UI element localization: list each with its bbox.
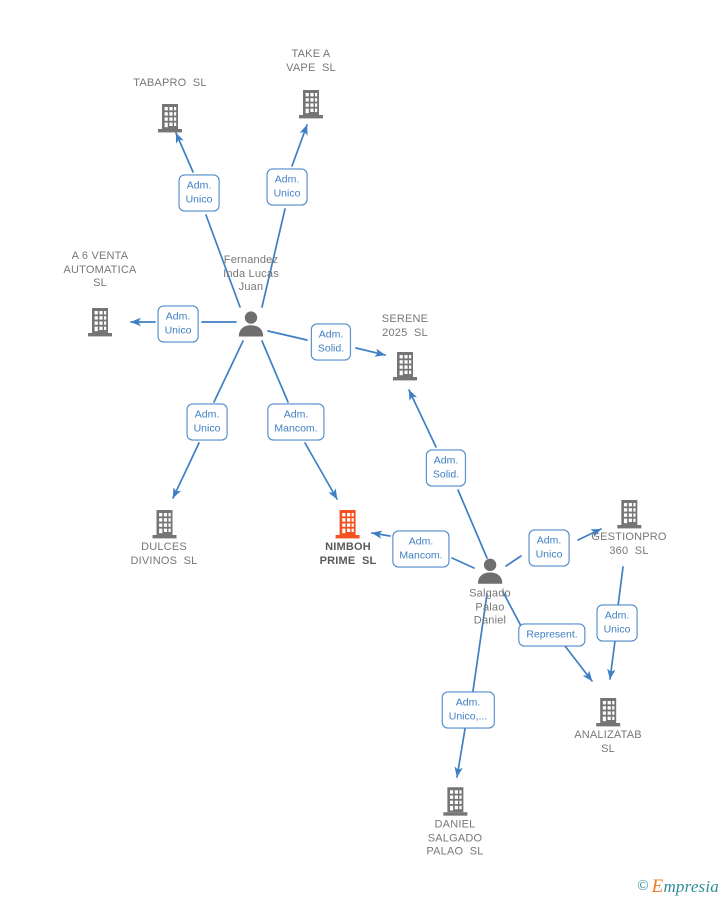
relation-label-adm-unico-tabapro[interactable]: Adm. Unico [178, 174, 220, 212]
building-icon [617, 500, 641, 529]
edge-daniel-arrow [454, 728, 466, 778]
building-icon-highlighted [336, 510, 360, 539]
building-icon [393, 352, 417, 381]
node-label-fernandez: Fernandez Inda Lucas Juan [223, 254, 279, 293]
node-dulces[interactable]: DULCES DIVINOS SL [131, 508, 198, 568]
building-icon [88, 308, 112, 337]
building-icon [152, 510, 176, 539]
edge-analizatab-arrow2 [607, 640, 616, 680]
relation-label-adm-mancom-nimboh[interactable]: Adm. Mancom. [267, 403, 325, 441]
relation-label-represent-analizatab[interactable]: Represent. [518, 623, 586, 647]
relation-label-adm-solid-serene[interactable]: Adm. Solid. [310, 323, 352, 361]
edge-fernandez-dulces [213, 340, 244, 403]
building-icon [299, 90, 323, 119]
brand-wordmark: Empresia [652, 877, 719, 896]
node-salgado[interactable]: Salgado Palao Daniel [469, 556, 511, 628]
node-daniel[interactable]: DANIEL SALGADO PALAO SL [426, 785, 483, 859]
edge-nimboh-arrow [304, 442, 338, 500]
building-icon [595, 698, 620, 727]
node-serene[interactable] [391, 350, 419, 382]
edge-serene-arrow [355, 347, 386, 357]
node-a6venta[interactable] [86, 306, 114, 338]
edge-fernandez-nimboh [261, 340, 289, 403]
person-icon [477, 558, 503, 584]
node-label-serene: SERENE 2025 SL [381, 313, 429, 339]
building-icon [443, 787, 467, 816]
node-takeavape[interactable] [297, 88, 325, 120]
node-label-gestionpro: GESTIONPRO 360 SL [591, 531, 667, 557]
brand-initial: E [651, 876, 664, 897]
node-label-takeavape: TAKE A VAPE SL [286, 48, 336, 74]
node-fernandez[interactable] [236, 309, 266, 339]
relation-label-adm-unico-a6venta[interactable]: Adm. Unico [157, 305, 199, 343]
copyright-icon: © [637, 878, 649, 894]
watermark: © Empresia [637, 877, 719, 896]
node-label-nimboh: NIMBOH PRIME SL [319, 541, 377, 567]
brand-rest: mpresia [663, 877, 719, 896]
edge-gestionpro-analizatab [617, 566, 624, 607]
node-label-salgado: Salgado Palao Daniel [469, 587, 511, 627]
relation-label-adm-unico-gestionpro[interactable]: Adm. Unico [528, 529, 570, 567]
building-icon [158, 104, 182, 133]
relation-label-adm-unico-analizatab[interactable]: Adm. Unico [596, 604, 638, 642]
edge-fernandez-serene [267, 330, 308, 341]
node-gestionpro[interactable]: GESTIONPRO 360 SL [591, 498, 666, 558]
node-label-daniel: DANIEL SALGADO PALAO SL [426, 818, 484, 858]
relation-label-adm-solid-serene-2[interactable]: Adm. Solid. [425, 449, 467, 487]
node-label-a6venta: A 6 VENTA AUTOMATICA SL [63, 250, 137, 289]
edge-analizatab-arrow [564, 645, 593, 682]
person-icon [238, 311, 264, 337]
edge-dulces-arrow [172, 442, 200, 499]
node-tabapro[interactable] [156, 102, 184, 134]
edge-salgado-serene [457, 489, 488, 559]
relation-label-adm-mancom-nimboh-2[interactable]: Adm. Mancom. [392, 530, 450, 568]
node-label-tabapro: TABAPRO SL [133, 77, 207, 89]
edge-serene-arrow2 [408, 389, 437, 448]
relation-label-adm-unico-daniel[interactable]: Adm. Unico,... [441, 691, 495, 729]
relation-label-adm-unico-dulces[interactable]: Adm. Unico [186, 403, 228, 441]
edge-fernandez-takeavape-arrow [291, 124, 308, 167]
node-nimboh[interactable]: NIMBOH PRIME SL [320, 508, 377, 568]
node-label-analizatab: ANALIZATAB SL [574, 729, 642, 755]
node-analizatab[interactable]: ANALIZATAB SL [574, 696, 642, 756]
relation-label-adm-unico-takeavape[interactable]: Adm. Unico [266, 168, 308, 206]
node-label-dulces: DULCES DIVINOS SL [130, 541, 198, 567]
edge-fernandez-tabapro-arrow [175, 132, 194, 173]
